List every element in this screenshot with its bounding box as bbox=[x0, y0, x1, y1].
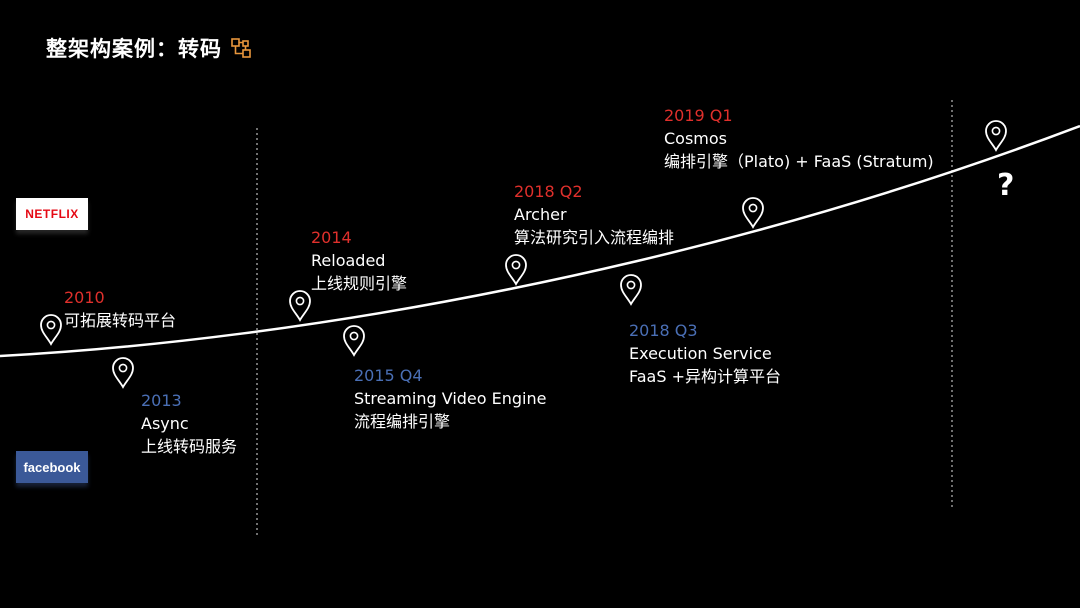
map-pin-dot bbox=[991, 126, 1001, 136]
event-line: 编排引擎（Plato) + FaaS (Stratum) bbox=[664, 152, 934, 171]
map-pin-icon bbox=[40, 314, 62, 346]
event-2018-q2: 2018 Q2 Archer 算法研究引入流程编排 bbox=[514, 180, 674, 249]
map-pin-icon bbox=[505, 254, 527, 286]
event-line: 流程编排引擎 bbox=[354, 412, 451, 431]
map-pin-dot bbox=[349, 331, 359, 341]
event-2015-q4: 2015 Q4 Streaming Video Engine 流程编排引擎 bbox=[354, 364, 546, 433]
event-year: 2015 Q4 bbox=[354, 366, 423, 385]
event-line: FaaS +异构计算平台 bbox=[629, 367, 781, 386]
map-pin-icon bbox=[112, 357, 134, 389]
future-question-mark: ? bbox=[997, 168, 1015, 203]
event-2014: 2014 Reloaded 上线规则引擎 bbox=[311, 226, 407, 295]
event-year: 2010 bbox=[64, 288, 105, 307]
timeline-curve bbox=[0, 124, 1080, 358]
page-title: 整架构案例：转码 bbox=[46, 33, 252, 63]
event-line: Async bbox=[141, 414, 189, 433]
map-pin-icon bbox=[985, 120, 1007, 152]
map-pin-icon bbox=[289, 290, 311, 322]
netflix-logo: NETFLIX bbox=[16, 198, 88, 230]
map-pin-icon bbox=[620, 274, 642, 306]
event-year: 2018 Q3 bbox=[629, 321, 698, 340]
event-2019-q1: 2019 Q1 Cosmos 编排引擎（Plato) + FaaS (Strat… bbox=[664, 104, 934, 173]
event-line: Execution Service bbox=[629, 344, 772, 363]
map-pin-dot bbox=[118, 363, 128, 373]
map-pin-dot bbox=[748, 203, 758, 213]
event-2013: 2013 Async 上线转码服务 bbox=[141, 389, 237, 458]
event-2010: 2010 可拓展转码平台 bbox=[64, 286, 176, 332]
event-line: 上线规则引擎 bbox=[311, 274, 408, 293]
event-year: 2018 Q2 bbox=[514, 182, 583, 201]
event-year: 2014 bbox=[311, 228, 352, 247]
page-title-text: 整架构案例：转码 bbox=[46, 37, 222, 61]
event-line: Reloaded bbox=[311, 251, 386, 270]
event-line: 上线转码服务 bbox=[141, 437, 238, 456]
event-line: Cosmos bbox=[664, 129, 728, 148]
map-pin-dot bbox=[511, 260, 521, 270]
flow-diagram-icon bbox=[231, 38, 251, 58]
event-line: 算法研究引入流程编排 bbox=[514, 228, 675, 247]
map-pin-icon bbox=[742, 197, 764, 229]
event-2018-q3: 2018 Q3 Execution Service FaaS +异构计算平台 bbox=[629, 319, 781, 388]
facebook-logo: facebook bbox=[16, 451, 88, 483]
map-pin-dot bbox=[46, 320, 56, 330]
map-pin-dot bbox=[295, 296, 305, 306]
map-pin-icon bbox=[343, 325, 365, 357]
event-line: 可拓展转码平台 bbox=[64, 311, 177, 330]
event-line: Archer bbox=[514, 205, 567, 224]
event-year: 2013 bbox=[141, 391, 182, 410]
event-line: Streaming Video Engine bbox=[354, 389, 547, 408]
map-pin-dot bbox=[626, 280, 636, 290]
event-year: 2019 Q1 bbox=[664, 106, 733, 125]
